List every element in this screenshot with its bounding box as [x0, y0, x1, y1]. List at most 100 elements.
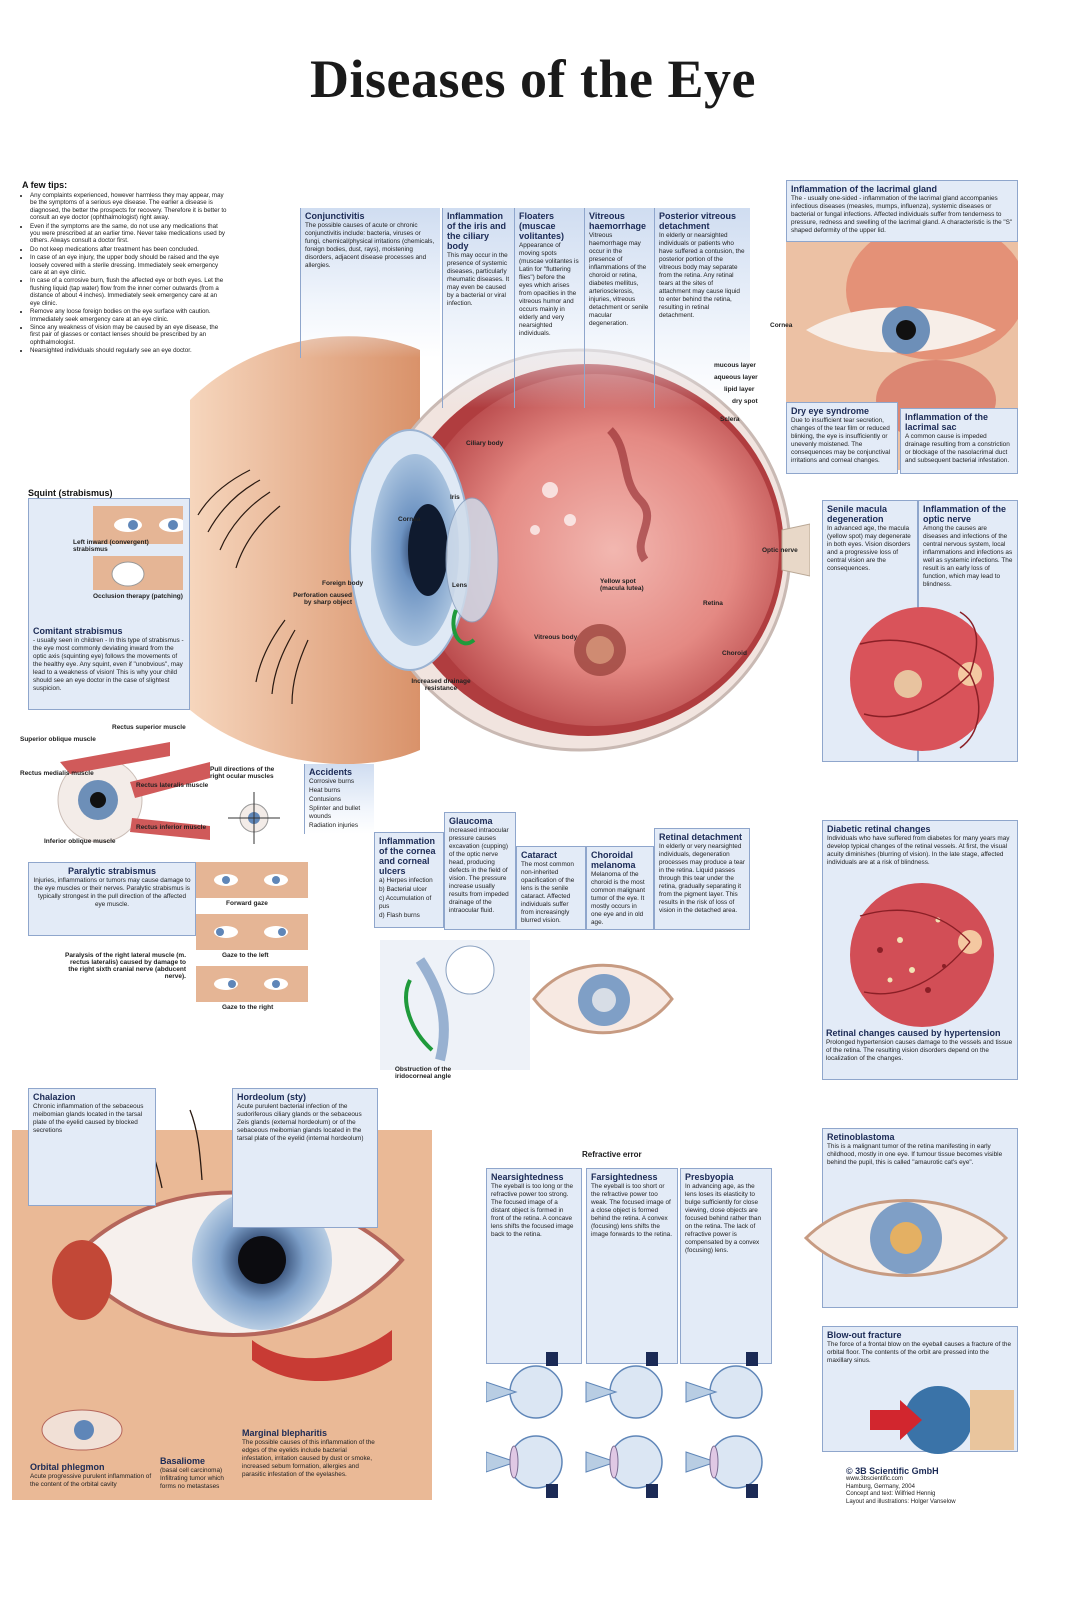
panel-presbyopia: Presbyopia In advancing age, as the lens… — [680, 1168, 772, 1364]
panel-title: Floaters (muscae volitantes) — [519, 211, 565, 241]
panel-text: Due to insufficient tear secretion, chan… — [791, 417, 891, 464]
label-lipid-layer: lipid layer — [724, 386, 755, 393]
label-rectus-inferior: Rectus inferior muscle — [136, 824, 207, 831]
panel-squint: Left inward (convergent) strabismus Occl… — [28, 498, 190, 710]
panel-title: Chalazion — [33, 1092, 76, 1102]
panel-title: Posterior vitreous detachment — [659, 211, 737, 231]
blowout-fracture-illustration — [870, 1386, 1014, 1454]
tip-item: In case of an eye injury, the upper body… — [30, 254, 227, 276]
panel-chalazion: Chalazion Chronic inflammation of the se… — [28, 1088, 156, 1206]
label-obstruction: Obstruction of the iridocorneal angle — [394, 1066, 452, 1080]
panel-text: Melanoma of the choroid is the most comm… — [591, 871, 645, 926]
panel-title: Inflammation of the cornea and corneal u… — [379, 836, 436, 876]
panel-iris-inflammation: Inflammation of the iris and the ciliary… — [442, 208, 514, 408]
page-title: Diseases of the Eye — [310, 49, 756, 109]
footer-line: Concept and text: Wilfried Hennig — [846, 1491, 936, 1497]
panel-text: Acute purulent bacterial infection of th… — [237, 1103, 364, 1142]
label-dry-spot: dry spot — [732, 398, 758, 405]
panel-lacrimal-gland: Inflammation of the lacrimal gland The -… — [786, 180, 1018, 242]
panel-text: This may occur in the presence of system… — [447, 252, 510, 307]
panel-title: Inflammation of the optic nerve — [923, 504, 1006, 524]
panel-retinal-detachment: Retinal detachment In elderly or very ne… — [654, 828, 750, 930]
refractive-diagrams — [486, 1352, 763, 1498]
panel-paralytic: Paralytic strabismus Injuries, inflammat… — [28, 862, 196, 936]
accident-item: Heat burns — [309, 787, 341, 794]
panel-title: Presbyopia — [685, 1172, 734, 1182]
blepharitis-text: The possible causes of this inflammation… — [242, 1439, 375, 1478]
paralysis-caption: Paralysis of the right lateral muscle (m… — [64, 952, 186, 980]
panel-vitreous-haemorrhage: Vitreous haemorrhage Vitreous haemorrhag… — [584, 208, 654, 408]
squint-heading: Squint (strabismus) — [28, 488, 113, 498]
paralytic-title: Paralytic strabismus — [67, 866, 157, 876]
label-pull-directions: Pull directions of the right ocular musc… — [210, 766, 275, 780]
label-vitreous-body: Vitreous body — [534, 634, 578, 641]
panel-title: Dry eye syndrome — [791, 406, 870, 416]
label-left-inward: Left inward (convergent) strabismus — [73, 539, 149, 553]
panel-title: Senile macula degeneration — [827, 504, 888, 524]
label-aqueous-layer: aqueous layer — [714, 374, 758, 381]
panel-text: Individuals who have suffered from diabe… — [827, 835, 1010, 866]
orbital-title: Orbital phlegmon — [30, 1462, 105, 1472]
panel-text: A common cause is impeded drainage resul… — [905, 433, 1010, 464]
blepharitis-title: Marginal blepharitis — [242, 1428, 328, 1438]
panel-title: Choroidal melanoma — [591, 850, 636, 870]
orbital-text: Acute progressive purulent inflammation … — [30, 1473, 152, 1488]
tip-item: Remove any loose foreign bodies on the e… — [30, 308, 227, 323]
label-retina: Retina — [703, 600, 723, 607]
paralytic-faces-illustration — [196, 862, 308, 1002]
panel-title: Hordeolum (sty) — [237, 1092, 307, 1102]
panel-floaters: Floaters (muscae volitantes) Appearance … — [514, 208, 584, 408]
panel-text: The possible causes of acute or chronic … — [305, 222, 435, 269]
retinoblastoma-eye-illustration — [803, 1199, 1009, 1277]
accident-item: Corrosive burns — [309, 778, 355, 785]
panel-title: Cataract — [521, 850, 558, 860]
label-inferior-oblique: Inferior oblique muscle — [44, 838, 116, 845]
squint-faces-illustration — [93, 506, 189, 590]
basaliome-text: (basal cell carcinoma) Infiltrating tumo… — [160, 1467, 224, 1490]
retina-fundus-diabetic — [850, 883, 994, 1027]
panel-title: Blow-out fracture — [827, 1330, 902, 1340]
footer-line: www.3bscientific.com — [846, 1476, 904, 1482]
label-foreign-body: Foreign body — [322, 580, 364, 587]
panel-text: Chronic inflammation of the sebaceous me… — [33, 1103, 144, 1134]
label-iris: Iris — [450, 494, 460, 501]
ulcer-item: d) Flash burns — [379, 912, 420, 919]
label-gaze-right: Gaze to the right — [222, 1004, 274, 1011]
eye-cross-section-illustration — [190, 336, 810, 765]
panel-title: Retinoblastoma — [827, 1132, 895, 1142]
panel-title: Inflammation of the lacrimal gland — [791, 184, 938, 194]
label-optic-nerve: Optic nerve — [762, 547, 798, 554]
brand-logo-text: © 3B Scientific GmbH — [846, 1466, 939, 1476]
cataract-eye-illustration — [532, 963, 674, 1035]
tip-item: Any complaints experienced, however harm… — [30, 192, 227, 222]
tips-section: A few tips: Any complaints experienced, … — [22, 180, 227, 356]
hypertension-title: Retinal changes caused by hypertension — [826, 1028, 1001, 1038]
ulcer-item: b) Bacterial ulcer — [379, 886, 427, 893]
label-yellow-spot: Yellow spot (macula lutea) — [600, 578, 644, 592]
tip-item: Even if the symptoms are the same, do no… — [30, 223, 227, 245]
panel-farsightedness: Farsightedness The eyeball is too short … — [586, 1168, 678, 1364]
label-gaze-left: Gaze to the left — [222, 952, 269, 959]
panel-title: Nearsightedness — [491, 1172, 564, 1182]
panel-text: The eyeball is too short or the refracti… — [591, 1183, 672, 1238]
tip-item: In case of a corrosive burn, flush the a… — [30, 277, 227, 307]
panel-text: The most common non-inherited opacificat… — [521, 861, 575, 924]
panel-corneal-ulcers: Inflammation of the cornea and corneal u… — [374, 832, 444, 928]
tips-heading: A few tips: — [22, 180, 68, 190]
panel-text: Vitreous haemorrhage may occur in the pr… — [589, 232, 649, 327]
accident-item: Contusions — [309, 796, 341, 803]
refractive-heading: Refractive error — [582, 1150, 642, 1159]
panel-text: In elderly or very nearsighted individua… — [659, 843, 745, 914]
panel-text: In advanced age, the macula (yellow spot… — [827, 525, 911, 572]
panel-text: Among the causes are diseases and infect… — [923, 525, 1013, 588]
label-rectus-superior: Rectus superior muscle — [112, 724, 186, 731]
label-ciliary-body: Ciliary body — [466, 440, 504, 447]
panel-text: The - usually one-sided - inflammation o… — [791, 195, 1013, 234]
panel-title: Glaucoma — [449, 816, 493, 826]
basaliome-block: Basaliome (basal cell carcinoma) Infiltr… — [160, 1456, 240, 1491]
label-rectus-medialis: Rectus medialis muscle — [20, 770, 94, 777]
panel-glaucoma: Glaucoma Increased intraocular pressure … — [444, 812, 516, 930]
panel-melanoma: Choroidal melanoma Melanoma of the choro… — [586, 846, 654, 930]
accident-item: Splinter and bullet wounds — [309, 805, 361, 820]
panel-title: Diabetic retinal changes — [827, 824, 931, 834]
